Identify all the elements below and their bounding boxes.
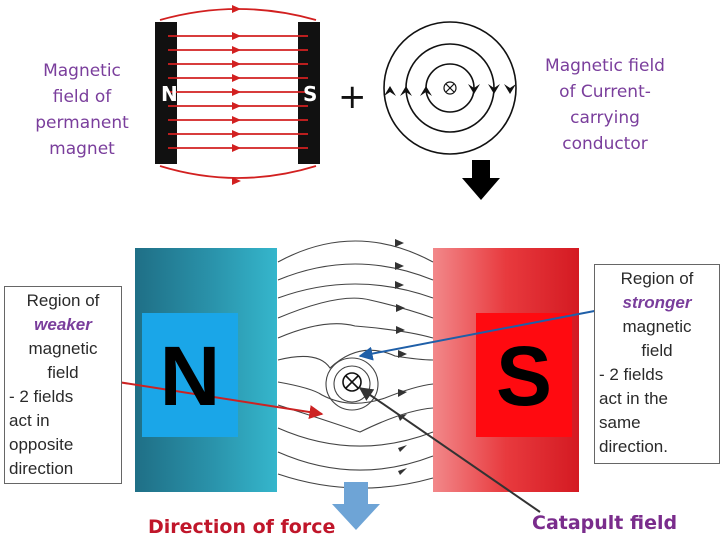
north-label-square	[142, 313, 238, 437]
stronger-box-line: field	[641, 341, 673, 360]
stronger-box-line: act in the	[599, 389, 668, 408]
catapult-field-caption: Catapult field	[532, 512, 678, 534]
permanent-field-lines	[159, 8, 317, 179]
stronger-box-line: Region of	[620, 269, 694, 288]
conductor-field-arrows	[384, 84, 516, 96]
permanent-magnet-label-line: permanent	[35, 113, 129, 133]
catapult-field-lines	[277, 240, 434, 489]
small-magnet-s-letter: S	[303, 82, 318, 106]
weaker-box-line: direction	[9, 459, 74, 478]
plus-sign: +	[338, 77, 367, 117]
catapult-pointer-line	[358, 387, 541, 513]
stronger-emphasis: stronger	[622, 293, 692, 312]
conductor-field-label: Magnetic field of Current- carrying cond…	[530, 53, 680, 157]
force-arrow-icon	[332, 482, 380, 530]
conductor-field-label-line: of Current-	[559, 82, 651, 102]
stronger-box-line: direction.	[599, 437, 668, 456]
south-pole-letter: S	[495, 329, 553, 423]
conductor-field-label-line: conductor	[562, 134, 648, 154]
permanent-magnet-label: Magnetic field of permanent magnet	[22, 58, 142, 162]
small-south-pole	[298, 22, 320, 164]
conductor-field-label-line: Magnetic field	[545, 56, 665, 76]
down-arrow-icon	[462, 160, 500, 200]
weaker-box-line: opposite	[9, 435, 74, 454]
stronger-region-box: Region of stronger magnetic field - 2 fi…	[594, 264, 720, 464]
small-magnet-diagram	[155, 5, 320, 185]
weaker-box-line: - 2 fields	[9, 387, 74, 406]
weaker-box-line: Region of	[26, 291, 100, 310]
stronger-box-line: magnetic	[622, 317, 692, 336]
conductor-field-label-line: carrying	[570, 108, 640, 128]
conductor-cross-icon	[342, 372, 362, 392]
small-north-pole	[155, 22, 177, 164]
force-direction-caption: Direction of force	[148, 516, 336, 538]
permanent-field-arrowheads	[232, 5, 241, 185]
small-magnet-n-letter: N	[161, 82, 178, 106]
south-label-square	[476, 313, 572, 437]
weaker-emphasis: weaker	[34, 315, 92, 334]
stronger-box-line: same	[599, 413, 641, 432]
permanent-magnet-label-line: magnet	[49, 139, 115, 159]
permanent-magnet-label-line: field of	[52, 87, 112, 107]
weaker-box-line: act in	[9, 411, 50, 430]
north-pole-letter: N	[159, 329, 221, 423]
permanent-magnet-label-line: Magnetic	[43, 61, 121, 81]
weaker-region-box: Region of weaker magnetic field - 2 fiel…	[4, 286, 122, 484]
weaker-pointer-arrow	[117, 381, 324, 419]
stronger-box-line: - 2 fields	[599, 365, 664, 384]
stronger-pointer-arrow	[358, 307, 611, 361]
weaker-box-line: magnetic	[28, 339, 98, 358]
weaker-box-line: field	[47, 363, 79, 382]
